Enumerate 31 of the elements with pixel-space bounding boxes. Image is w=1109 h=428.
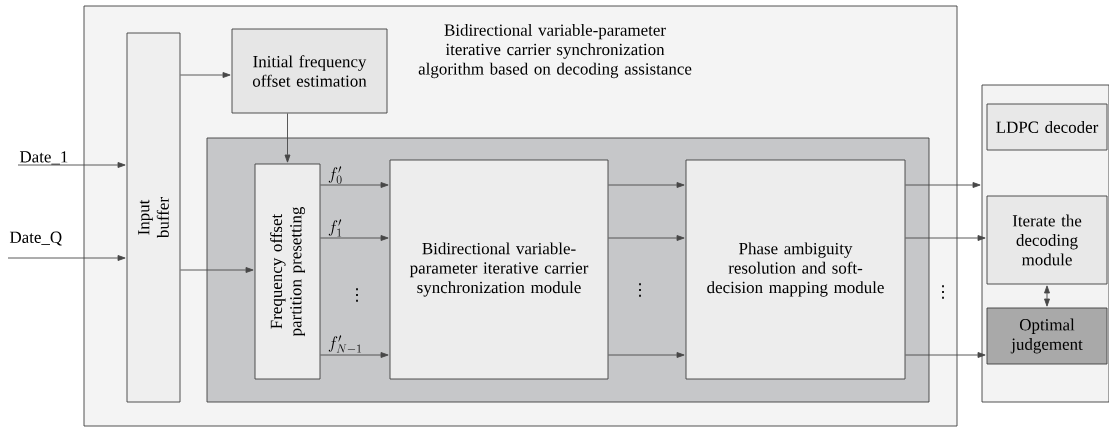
input-label: Date_1 (19, 151, 68, 165)
arrow (905, 182, 981, 188)
process-box: Initial frequency offset estimation (231, 28, 388, 114)
buffer-box: Input buffer (126, 32, 181, 403)
input-label: Date_Q (9, 231, 62, 246)
ellipsis: ⋮ (639, 283, 641, 297)
process-box: LDPC decoder (986, 103, 1108, 151)
arrow (7, 255, 126, 261)
arrow (284, 113, 291, 163)
arrow (180, 267, 254, 273)
ellipsis: ⋮ (942, 285, 944, 299)
arrow (608, 235, 685, 241)
arrow (608, 182, 685, 188)
arrow (17, 162, 126, 168)
process-box: Frequency offset partition presetting (254, 163, 321, 380)
arrow (320, 235, 389, 241)
process-box: Optimal judgement (986, 307, 1108, 365)
edge-label: $f'_{0}$ (328, 166, 342, 184)
arrow (320, 352, 389, 358)
arrow (608, 352, 685, 358)
process-box: Iterate the decoding module (986, 195, 1108, 285)
arrow (905, 352, 986, 358)
process-box: Phase ambiguity resolution and soft-decision mapping module (685, 159, 906, 380)
arrow (180, 72, 231, 78)
process-box: Bidirectional variable-parameter iterative carrier synchronization module (389, 159, 609, 380)
arrow (1044, 285, 1050, 307)
arrow (320, 182, 389, 188)
edge-label: $f'_{1}$ (328, 219, 342, 237)
arrow (905, 235, 986, 241)
ellipsis: ⋮ (356, 288, 358, 302)
edge-label: $f'_{N-1}$ (328, 335, 362, 353)
